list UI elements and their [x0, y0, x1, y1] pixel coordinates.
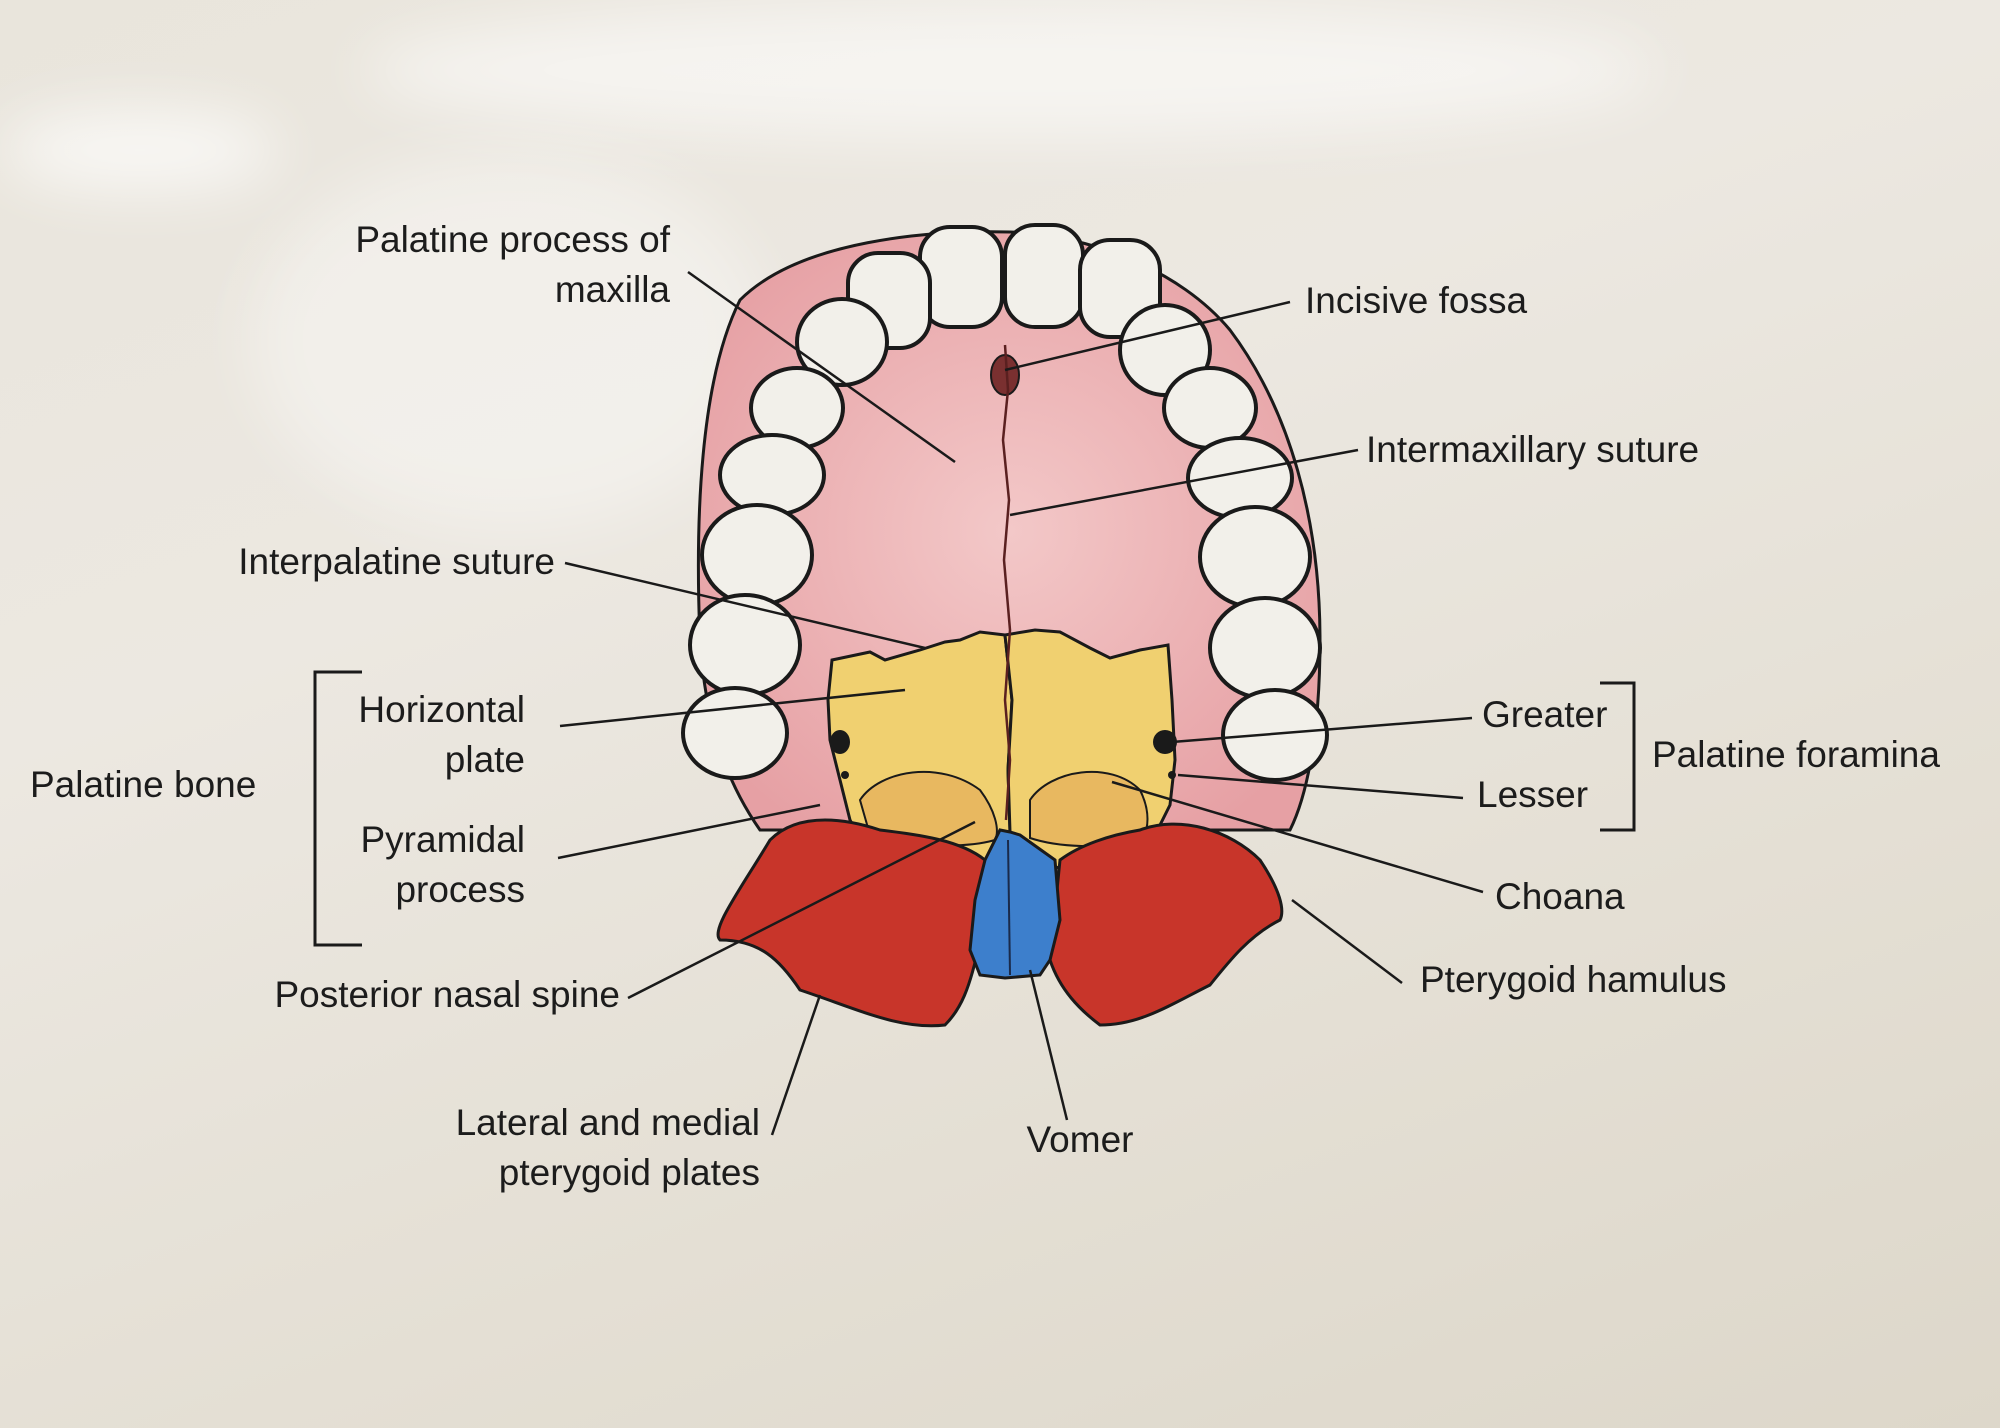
leader-interpalatine-suture [564, 561, 926, 650]
photo-glare [360, 0, 1660, 140]
label-incisive-fossa: Incisive fossa [1305, 280, 1528, 321]
leader-greater [1171, 716, 1473, 744]
leader-choana [1111, 780, 1484, 894]
pterygoid-right [1048, 822, 1284, 1027]
leader-palatine-process [687, 270, 956, 464]
tooth [681, 686, 789, 780]
label-pterygoid-hamulus: Pterygoid hamulus [1420, 959, 1727, 1000]
tooth [1162, 366, 1258, 450]
choana-right [1029, 770, 1149, 848]
leader-intermaxillary-suture [1009, 448, 1359, 517]
vomer-shape [968, 828, 1062, 980]
label-intermaxillary-suture: Intermaxillary suture [1366, 429, 1700, 470]
lesser-palatine-foramen-right [1168, 771, 1176, 779]
label-posterior-nasal-spine: Posterior nasal spine [274, 974, 620, 1015]
label-palatine-foramina: Palatine foramina [1652, 734, 1940, 775]
leader-horizontal-plate [559, 688, 906, 728]
tooth [918, 225, 1004, 329]
leader-lesser [1177, 773, 1464, 800]
leader-vomer [1028, 969, 1069, 1121]
pterygoid-left [716, 818, 987, 1028]
palatine-bone-bracket [313, 670, 362, 947]
label-pyramidal-process: Pyramidal process [360, 819, 526, 910]
label-pterygoid-plates: Lateral and medial pterygoid plates [455, 1102, 760, 1193]
tooth [700, 503, 814, 607]
label-choana: Choana [1495, 876, 1625, 917]
tooth [1003, 223, 1085, 329]
palatine-foramina-bracket [1600, 681, 1636, 832]
photo-glare [250, 150, 770, 530]
leader-incisive-fossa [1004, 300, 1291, 372]
greater-palatine-foramen-right [1153, 730, 1177, 754]
leader-posterior-nasal-spine [627, 820, 976, 1000]
leader-pterygoid-hamulus [1291, 899, 1403, 984]
label-palatine-bone: Palatine bone [30, 764, 257, 805]
label-greater: Greater [1482, 694, 1608, 735]
lesser-palatine-foramen-left [841, 771, 849, 779]
greater-palatine-foramen-left [830, 730, 850, 754]
photo-glare [0, 110, 280, 190]
tooth [795, 297, 889, 387]
vomer-midline [1007, 839, 1011, 976]
label-horizontal-plate: Horizontal plate [358, 689, 525, 780]
label-vomer: Vomer [1026, 1119, 1134, 1160]
intermaxillary-suture-line [1001, 344, 1012, 821]
tooth [718, 433, 826, 517]
leader-pterygoid-plates [770, 994, 822, 1136]
label-lesser: Lesser [1477, 774, 1589, 815]
leader-pyramidal-process [557, 803, 821, 860]
tooth [1198, 505, 1312, 609]
label-palatine-process: Palatine process of maxilla [355, 219, 670, 310]
tooth [688, 593, 802, 697]
tooth [1208, 596, 1322, 700]
label-interpalatine-suture: Interpalatine suture [238, 541, 555, 582]
